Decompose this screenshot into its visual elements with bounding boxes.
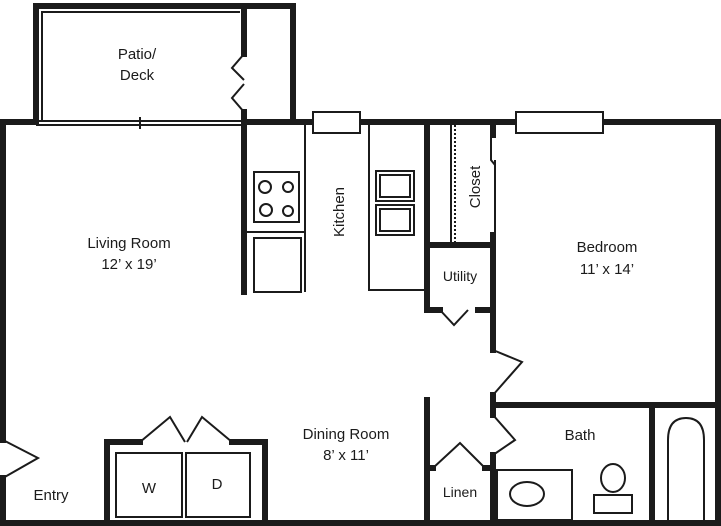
patio-walls xyxy=(33,3,296,125)
dryer-label: D xyxy=(212,476,223,493)
washer-label: W xyxy=(142,480,157,497)
entry-door xyxy=(0,439,41,526)
linen-label: Linen xyxy=(443,484,477,500)
living-room-label: Living Room xyxy=(87,235,170,252)
closet-utility-walls xyxy=(424,119,496,353)
bath-fixtures xyxy=(496,416,705,521)
patio-label-line1: Patio/ xyxy=(118,46,157,63)
room-labels: Patio/ Deck Living Room 12’ x 19’ Kitche… xyxy=(33,46,637,504)
bath-label: Bath xyxy=(565,427,596,444)
laundry-closet xyxy=(104,415,268,523)
interior-walls xyxy=(424,349,721,526)
dining-room-size: 8’ x 11’ xyxy=(323,447,369,464)
closet-label: Closet xyxy=(467,165,484,208)
exterior-walls xyxy=(0,111,721,526)
living-room-size: 12’ x 19’ xyxy=(101,256,156,273)
bedroom-label: Bedroom xyxy=(577,239,638,256)
entry-label: Entry xyxy=(33,487,69,504)
kitchen-fixtures xyxy=(241,119,427,295)
bedroom-size: 11’ x 14’ xyxy=(580,261,634,278)
patio-label-line2: Deck xyxy=(120,67,155,84)
utility-label: Utility xyxy=(443,268,477,284)
kitchen-label: Kitchen xyxy=(331,187,348,237)
dining-room-label: Dining Room xyxy=(303,426,390,443)
